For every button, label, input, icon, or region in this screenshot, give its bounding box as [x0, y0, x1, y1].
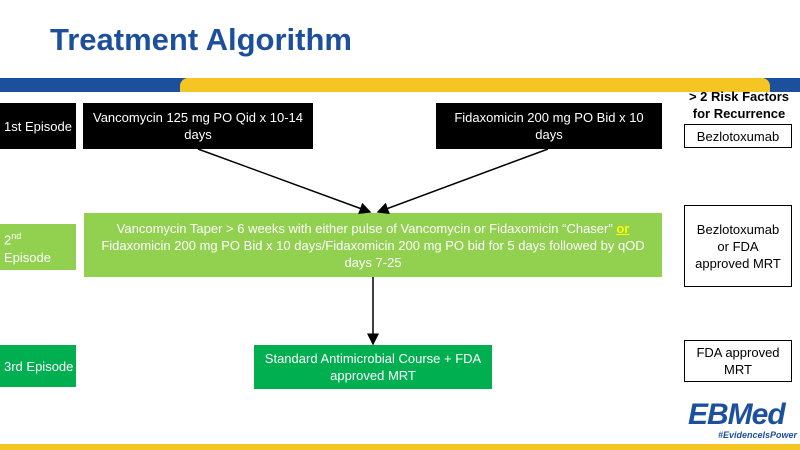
episode-label-third: 3rd Episode	[0, 345, 76, 387]
third-episode-treatment-box: Standard Antimicrobial Course + FDA appr…	[254, 345, 492, 389]
or-highlight: or	[616, 220, 630, 236]
fidaxomicin-first-line-box: Fidaxomicin 200 mg PO Bid x 10 days	[436, 103, 662, 149]
risk-third-box: FDA approved MRT	[684, 340, 792, 382]
risk-factors-header: > 2 Risk Factors for Recurrence	[688, 89, 790, 121]
arrow-vancomycin-to-taper	[197, 148, 372, 215]
episode-label-third-text: 3rd Episode	[4, 358, 74, 374]
risk-first-text: Bezlotoxumab	[696, 128, 780, 144]
ebmed-tagline: #EvidenceIsPower	[718, 430, 798, 440]
risk-third-text: FDA approved MRT	[696, 345, 780, 377]
header-band	[0, 78, 800, 92]
second-episode-treatment-text: Vancomycin Taper > 6 weeks with either p…	[101, 220, 645, 270]
second-episode-treatment-box: Vancomycin Taper > 6 weeks with either p…	[84, 213, 662, 277]
page-title: Treatment Algorithm	[50, 22, 352, 57]
risk-second-text: Bezlotoxumab or FDA approved MRT	[695, 221, 781, 271]
header-band-yellow	[180, 78, 770, 92]
ebmed-logo-text: EBMed	[688, 398, 786, 431]
risk-second-box: Bezlotoxumab or FDA approved MRT	[684, 205, 792, 287]
risk-first-box: Bezlotoxumab	[684, 124, 792, 148]
vancomycin-first-line-text: Vancomycin 125 mg PO Qid x 10-14 days	[92, 110, 304, 142]
ebmed-logo: EBMed	[688, 398, 798, 444]
footer-band	[0, 444, 800, 450]
episode-label-first-text: 1st Episode	[4, 118, 72, 134]
arrow-fidaxomicin-to-taper	[376, 148, 549, 214]
vancomycin-first-line-box: Vancomycin 125 mg PO Qid x 10-14 days	[83, 103, 313, 149]
episode-label-first: 1st Episode	[0, 103, 76, 149]
fidaxomicin-first-line-text: Fidaxomicin 200 mg PO Bid x 10 days	[454, 110, 644, 142]
third-episode-treatment-text: Standard Antimicrobial Course + FDA appr…	[264, 351, 482, 383]
